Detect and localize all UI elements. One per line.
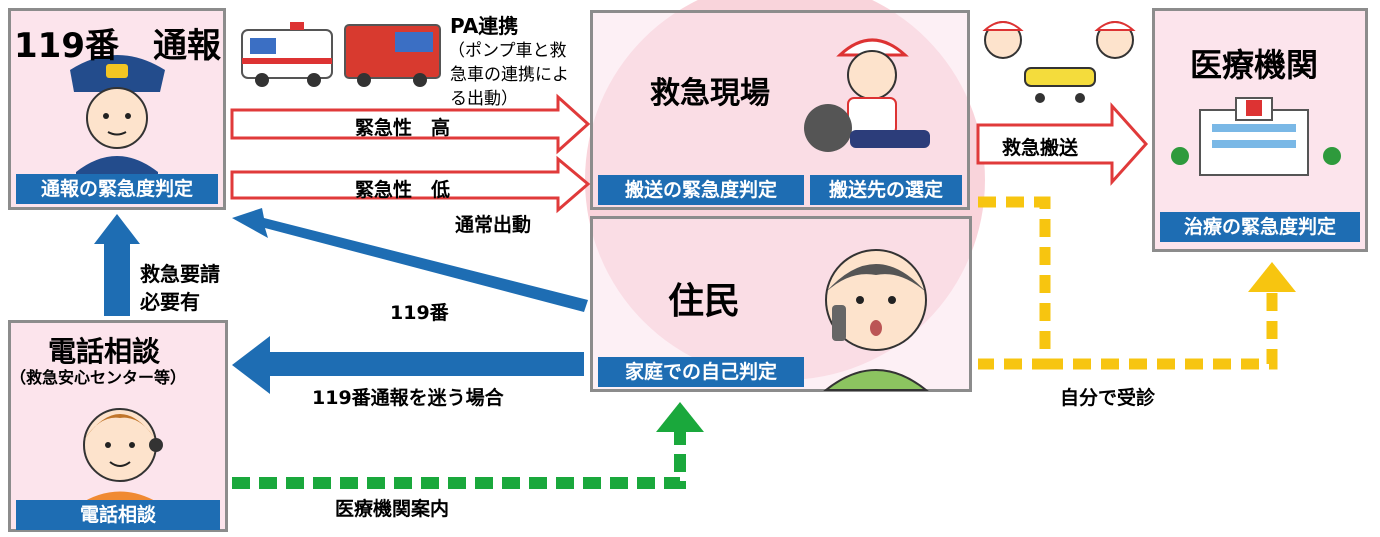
police-illustration — [70, 55, 165, 178]
urgent-high-arrow — [230, 93, 591, 155]
request-label-2: 必要有 — [140, 290, 200, 314]
pa-note-1: （ポンプ車と救 — [448, 41, 567, 61]
hospital-title: 医療機関 — [1190, 46, 1319, 84]
resident-illustration — [823, 249, 929, 391]
first-aid-illustration — [804, 38, 930, 152]
pa-note-2: 急車の連携によ — [450, 65, 569, 85]
normal-dispatch-label: 通常出動 — [455, 214, 532, 236]
request-arrow — [94, 214, 140, 316]
self-visit-label: 自分で受診 — [1060, 387, 1156, 409]
consult-subtitle: （救急安心センター等） — [10, 368, 187, 387]
self-visit-arrowhead — [1248, 262, 1296, 292]
vehicles-illustration — [241, 22, 441, 87]
transport-label: 救急搬送 — [1002, 137, 1079, 159]
consult-title: 電話相談 — [48, 335, 161, 368]
urgent-low-label: 緊急性 低 — [355, 179, 451, 201]
urgent-low-arrow — [230, 155, 591, 214]
scene-tag-2: 搬送先の選定 — [810, 175, 962, 205]
urgent-high-label: 緊急性 高 — [355, 117, 451, 139]
hospital-tag: 治療の緊急度判定 — [1160, 212, 1360, 242]
transport-arrow — [976, 102, 1149, 186]
hospital-illustration — [1171, 97, 1341, 176]
scene-tag-1: 搬送の緊急度判定 — [598, 175, 804, 205]
hesitate-label: 119番通報を迷う場合 — [312, 387, 504, 409]
call119-title: 119番 通報 — [14, 26, 221, 66]
resident-title: 住民 — [668, 281, 741, 322]
call119-arrow — [232, 208, 588, 312]
pa-note-3: る出動） — [450, 89, 518, 109]
operator-illustration — [78, 408, 163, 505]
stretcher-illustration — [982, 21, 1136, 103]
hesitate-arrow — [232, 336, 584, 394]
call119-tag: 通報の緊急度判定 — [16, 174, 218, 204]
call119-label: 119番 — [390, 302, 449, 324]
guide-arrowhead — [656, 402, 704, 432]
consult-tag: 電話相談 — [16, 500, 220, 530]
resident-tag: 家庭での自己判定 — [598, 357, 804, 387]
request-label-1: 救急要請 — [140, 262, 220, 286]
guide-route — [232, 430, 686, 489]
scene-title: 救急現場 — [650, 76, 770, 111]
guide-label: 医療機関案内 — [335, 498, 450, 520]
self-visit-route — [978, 196, 1278, 370]
pa-title: PA連携 — [450, 14, 519, 38]
